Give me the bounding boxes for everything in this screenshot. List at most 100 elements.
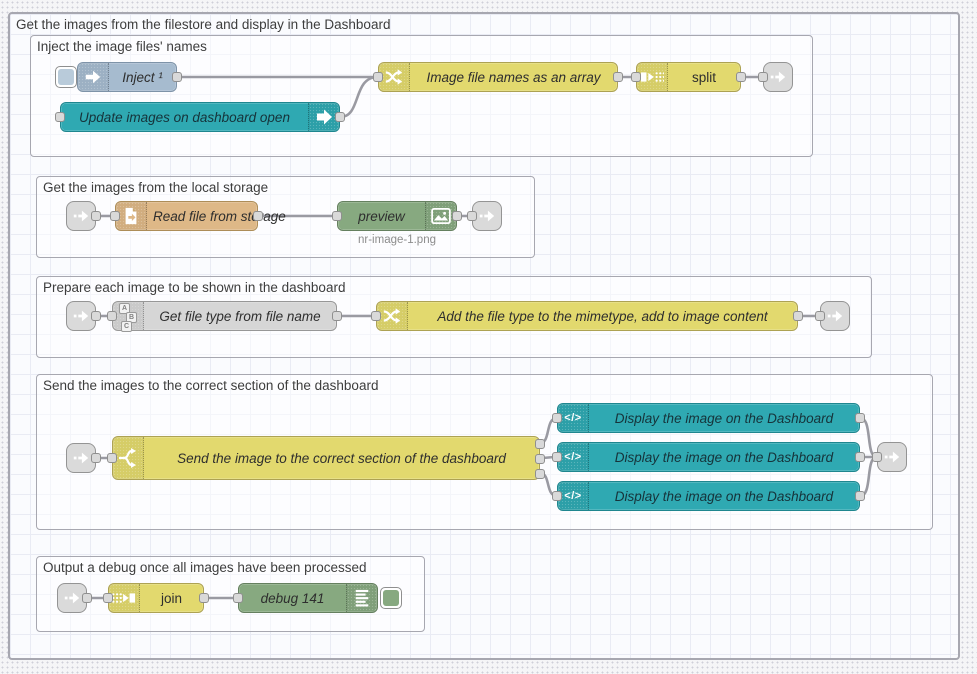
port-in[interactable] [332,211,342,221]
node-template-2-label: Display the image on the Dashboard [614,449,834,465]
port-in[interactable] [233,593,243,603]
port-out[interactable] [91,311,101,321]
port-in[interactable] [107,311,117,321]
node-template-3-label: Display the image on the Dashboard [614,488,834,504]
port-out[interactable] [172,72,182,82]
port-in[interactable] [371,311,381,321]
port-out[interactable] [736,72,746,82]
link-out-icon [479,210,495,222]
inject-trigger-button[interactable] [55,66,77,88]
node-inject[interactable]: Inject ¹ [77,62,182,92]
group-inject-title: Inject the image files' names [37,39,207,54]
node-split[interactable]: split [631,62,746,92]
image-icon [425,202,456,230]
link-in-icon [73,310,89,322]
port-in[interactable] [110,211,120,221]
node-change-filenames[interactable]: Image file names as an array [373,62,623,92]
link-in-icon [73,452,89,464]
inject-icon [78,63,109,91]
abc-blocks-icon: A B C [113,302,144,332]
dashboard-arrow-icon [308,103,339,131]
port-out[interactable] [452,211,462,221]
port-out-3[interactable] [535,469,545,479]
node-switch-label: Send the image to the correct section of… [177,450,506,466]
port-in[interactable] [872,452,882,462]
group-outer-title: Get the images from the filestore and di… [16,17,391,32]
port-out[interactable] [613,72,623,82]
port-out[interactable] [253,211,263,221]
node-inject-label: Inject ¹ [122,69,163,85]
node-debug[interactable]: debug 141 [233,583,378,613]
port-in[interactable] [552,413,562,423]
link-out-node[interactable] [872,442,907,472]
node-switch[interactable]: Send the image to the correct section of… [107,436,545,480]
link-in-node[interactable] [66,443,101,473]
link-in-node[interactable] [66,301,101,331]
port-in[interactable] [631,72,641,82]
port-in[interactable] [552,452,562,462]
group-debug-title: Output a debug once all images have been… [43,560,367,575]
node-template-1[interactable]: </> Display the image on the Dashboard [552,403,865,433]
port-out[interactable] [855,413,865,423]
node-status: nr-image-1.png [358,234,436,246]
link-in-icon [64,592,80,604]
link-out-node[interactable] [815,301,850,331]
port-out[interactable] [199,593,209,603]
node-add-mimetype-label: Add the file type to the mimetype, add t… [437,308,768,324]
link-out-node[interactable] [758,62,793,92]
node-join[interactable]: join [103,583,209,613]
group-storage-title: Get the images from the local storage [43,180,269,195]
debug-toggle-button[interactable] [380,587,402,609]
node-template-2[interactable]: </> Display the image on the Dashboard [552,442,865,472]
node-ui-control[interactable]: Update images on dashboard open [55,102,345,132]
group-prepare-title: Prepare each image to be shown in the da… [43,280,346,295]
port-out-2[interactable] [535,454,545,464]
port-out[interactable] [855,491,865,501]
port-in[interactable] [107,453,117,463]
node-image-preview-label: preview [358,208,405,224]
switch-fork-icon [113,437,144,479]
node-join-label: join [160,590,182,606]
port-out[interactable] [335,112,345,122]
node-ui-control-label: Update images on dashboard open [79,109,290,125]
node-change-filenames-label: Image file names as an array [426,69,601,85]
node-split-label: split [691,69,716,85]
node-file-in-label: Read file from storage [153,208,286,224]
port-in[interactable] [815,311,825,321]
port-out[interactable] [91,453,101,463]
link-in-node[interactable] [66,201,101,231]
node-get-file-type[interactable]: A B C Get file type from file name [107,301,342,332]
group-inject[interactable]: Inject the image files' names [30,35,813,157]
node-template-3[interactable]: </> Display the image on the Dashboard [552,481,865,511]
port-in[interactable] [55,112,65,122]
link-out-icon [827,310,843,322]
link-out-icon [884,451,900,463]
code-icon: </> [558,404,589,432]
port-in[interactable] [552,491,562,501]
port-out[interactable] [793,311,803,321]
port-in[interactable] [758,72,768,82]
port-out[interactable] [82,593,92,603]
change-shuffle-icon [379,63,410,91]
port-in[interactable] [467,211,477,221]
link-out-icon [770,71,786,83]
port-out[interactable] [332,311,342,321]
node-get-file-type-label: Get file type from file name [159,308,321,324]
code-icon: </> [558,482,589,510]
port-in[interactable] [103,593,113,603]
node-file-in[interactable]: Read file from storage [110,201,286,231]
change-shuffle-icon [377,302,408,330]
debug-list-icon [346,584,377,612]
port-out[interactable] [91,211,101,221]
port-out-1[interactable] [535,439,545,449]
port-in[interactable] [373,72,383,82]
link-out-node[interactable] [467,201,502,231]
split-icon [637,63,668,91]
port-out[interactable] [855,452,865,462]
link-in-node[interactable] [57,583,92,613]
node-debug-label: debug 141 [260,590,325,606]
node-add-mimetype[interactable]: Add the file type to the mimetype, add t… [371,301,803,331]
link-in-icon [73,210,89,222]
node-image-preview[interactable]: preview [332,201,462,231]
